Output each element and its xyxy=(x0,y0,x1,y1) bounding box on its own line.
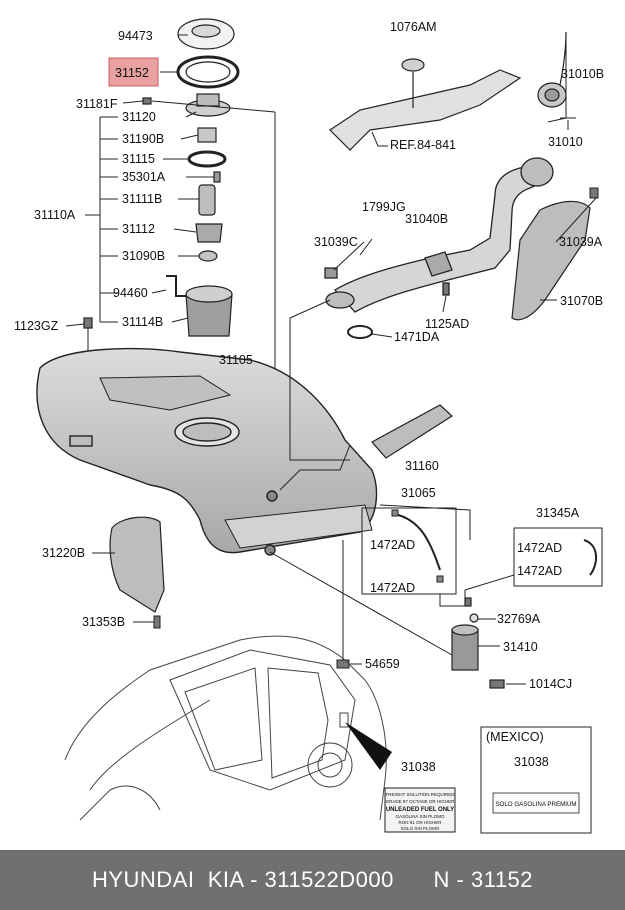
fuel-tank-31105 xyxy=(36,347,378,556)
label-35301A: 35301A xyxy=(122,170,166,184)
vehicle-outline xyxy=(64,635,387,821)
label-1472AD-c: 1472AD xyxy=(517,541,562,555)
label-31112: 31112 xyxy=(122,222,155,236)
fuel-pump-assembly xyxy=(83,18,240,442)
part-31353B-bolt xyxy=(153,615,161,629)
label-1472AD-b: 1472AD xyxy=(370,581,415,595)
right-leader-lines xyxy=(92,117,597,685)
part-54659-plug xyxy=(336,659,350,669)
label-31090B: 31090B xyxy=(122,249,165,263)
label-1014CJ: 1014CJ xyxy=(529,677,572,691)
label-31345A: 31345A xyxy=(536,506,580,520)
pointer-arrow xyxy=(345,722,392,770)
label-1799JG: 1799JG xyxy=(362,200,406,214)
label-1123GZ: 1123GZ xyxy=(14,319,59,333)
sticker-line-3: UNLEADED FUEL ONLY xyxy=(386,807,454,813)
label-31111B: 31111B xyxy=(122,192,162,206)
label-31152: 31152 xyxy=(115,66,149,80)
label-31039C: 31039C xyxy=(314,235,358,249)
label-1472AD-d: 1472AD xyxy=(517,564,562,578)
label-31160: 31160 xyxy=(405,459,439,473)
part-31220B-shield xyxy=(109,516,165,613)
part-31160-hose xyxy=(371,404,453,459)
label-94473: 94473 xyxy=(118,29,153,43)
label-31070B: 31070B xyxy=(560,294,603,308)
label-31181F: 31181F xyxy=(76,97,118,111)
label-mexico: (MEXICO) xyxy=(486,730,544,744)
label-31120: 31120 xyxy=(122,110,156,124)
sticker-line-5: RON 91 OR HIGHER xyxy=(398,820,442,825)
label-31038-a: 31038 xyxy=(401,760,436,774)
label-31010B: 31010B xyxy=(561,67,604,81)
part-1123GZ-bolt xyxy=(83,317,93,329)
sticker-line-2: GRADE 87 OCTANE OR HIGHER xyxy=(386,799,455,804)
part-31039A-bolt xyxy=(589,187,599,199)
label-31220B: 31220B xyxy=(42,546,85,560)
label-31410: 31410 xyxy=(503,640,538,654)
label-31110A: 31110A xyxy=(34,208,76,222)
part-1471DA-clamp xyxy=(347,325,373,339)
mexico-variant-box: SOLO GASOLINA PREMIUM xyxy=(480,726,592,834)
label-1472AD-a: 1472AD xyxy=(370,538,415,552)
part-35301A xyxy=(213,171,221,183)
label-94460: 94460 xyxy=(113,286,148,300)
part-1076AM-plug xyxy=(401,58,425,72)
label-31190B: 31190B xyxy=(122,132,164,146)
label-31115: 31115 xyxy=(122,152,155,166)
label-31114B: 31114B xyxy=(122,315,163,329)
part-1125AD-bolt xyxy=(442,282,450,296)
label-31065: 31065 xyxy=(401,486,436,500)
part-31190B xyxy=(197,127,217,143)
fuel-label-sticker-31038: FREIGHT SOLUTION REQUIRED GRADE 87 OCTAN… xyxy=(384,787,456,833)
label-31353B: 31353B xyxy=(82,615,125,629)
part-31111B-pump xyxy=(198,184,216,216)
label-54659: 54659 xyxy=(365,657,400,671)
canister-31410 xyxy=(451,597,505,689)
label-1076AM: 1076AM xyxy=(390,20,437,34)
vapor-lines-box-31065 xyxy=(361,507,457,595)
label-1125AD: 1125AD xyxy=(425,317,469,331)
label-31038-b: 31038 xyxy=(514,755,549,769)
footer-part-number-text: HYUNDAI KIA - 311522D000 N - 31152 xyxy=(91,867,534,892)
filler-neck-31040B xyxy=(324,157,554,339)
vent-hose-box-31345A xyxy=(513,527,603,587)
fuel-system-parts-diagram: FREIGHT SOLUTION REQUIRED GRADE 87 OCTAN… xyxy=(14,18,604,834)
footer-bar: HYUNDAI KIA - 311522D000 N - 31152 xyxy=(0,850,625,910)
part-labels: 94473 31152 31181F 31120 31190B 31115 35… xyxy=(14,20,604,774)
highlight-box-31152 xyxy=(108,57,159,87)
ref-arrow xyxy=(371,131,388,147)
part-31181F-clip xyxy=(142,97,152,105)
part-94460-sender xyxy=(166,275,186,297)
part-31090B xyxy=(198,250,218,262)
fuel-cap-31010 xyxy=(537,31,576,119)
sticker-line-6: SOLO SIN PLOMO xyxy=(401,826,440,831)
label-32769A: 32769A xyxy=(497,612,541,626)
label-31039A: 31039A xyxy=(559,235,603,249)
sticker-line-4: GASOLINA SIN PLOMO xyxy=(395,814,445,819)
mexico-sticker-text: SOLO GASOLINA PREMIUM xyxy=(495,801,576,808)
label-31010: 31010 xyxy=(548,135,583,149)
label-31040B: 31040B xyxy=(405,212,448,226)
ref-panel xyxy=(329,58,522,151)
label-31105: 31105 xyxy=(219,353,253,367)
part-31115-oring xyxy=(187,150,227,168)
label-ref: REF.84-841 xyxy=(390,138,456,152)
part-31112-strainer xyxy=(195,223,223,243)
label-1471DA: 1471DA xyxy=(394,330,440,344)
connection-lines xyxy=(269,299,515,656)
sticker-line-1: FREIGHT SOLUTION REQUIRED xyxy=(386,792,456,797)
